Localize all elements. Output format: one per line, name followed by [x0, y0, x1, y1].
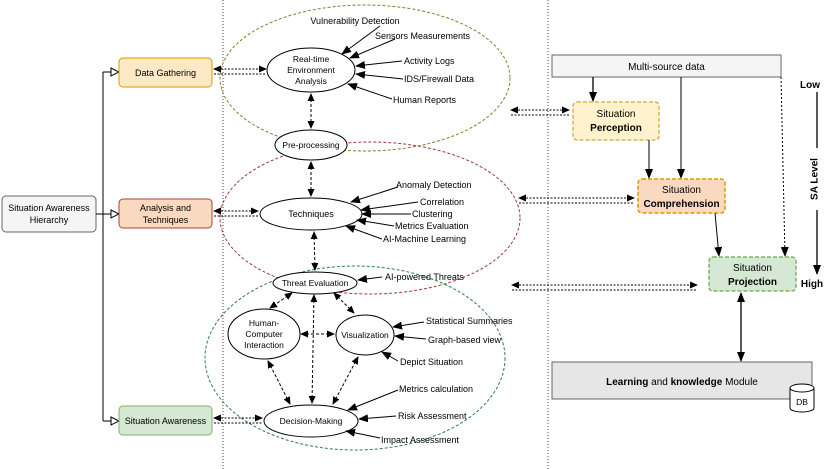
preprocessing-label: Pre-processing	[282, 140, 339, 150]
root-label-2: Hierarchy	[30, 215, 69, 225]
link-threat-decision	[308, 294, 318, 404]
situation-perception-label-2: Perception	[590, 123, 642, 134]
root-box	[1, 195, 97, 233]
situation-awareness-box	[118, 405, 213, 436]
visualization-label: Visualization	[341, 330, 389, 340]
multi-source-data-box	[551, 54, 782, 78]
decision-item-1: Metrics calculation	[399, 384, 473, 394]
link-techniques-threat	[310, 231, 319, 271]
comprehension-to-projection-arrow	[714, 212, 723, 257]
link-gathering-env	[213, 65, 267, 75]
situation-comprehension-label-2: Comprehension	[643, 199, 719, 210]
situation-projection-label-1: Situation	[733, 263, 772, 274]
situation-perception-label-1: Situation	[597, 109, 636, 120]
hci-label-2: Computer	[245, 329, 282, 339]
situation-awareness-label: Situation Awareness	[125, 416, 207, 426]
database-icon	[789, 383, 815, 413]
learning-module-label: Learning and knowledge Module	[606, 377, 758, 388]
technique-item-2: Correlation	[420, 197, 464, 207]
link-visualization-decision	[332, 356, 359, 405]
link-awareness-decision	[213, 414, 263, 424]
visualization-node	[335, 314, 395, 356]
situation-comprehension-box	[637, 178, 726, 214]
decision-making-node	[263, 404, 359, 438]
analysis-label-2: Techniques	[143, 215, 189, 225]
hci-label-3: Interaction	[244, 340, 284, 350]
data-gathering-label: Data Gathering	[135, 68, 196, 78]
technique-item-1: Anomaly Detection	[396, 180, 472, 190]
decision-item-arrows	[345, 389, 399, 439]
env-source-4: IDS/Firewall Data	[404, 74, 474, 84]
techniques-label: Techniques	[288, 209, 334, 219]
threat-evaluation-label: Threat Evaluation	[282, 278, 349, 288]
technique-item-arrows	[345, 186, 419, 240]
database-label: DB	[796, 397, 808, 407]
technique-item-4: Metrics Evaluation	[395, 221, 469, 231]
multi-source-data-label: Multi-source data	[628, 62, 705, 73]
link-hci-decision	[267, 360, 291, 405]
env-source-1: Vulnerability Detection	[310, 16, 399, 26]
link-threat-hci	[269, 292, 293, 309]
visualization-item-1: Statistical Summaries	[426, 316, 513, 326]
decision-item-2: Risk Assessment	[398, 411, 467, 421]
env-analysis-label-1: Real-time	[293, 54, 330, 64]
root-label-1: Situation Awareness	[8, 203, 90, 213]
link-analysis-techniques	[213, 207, 259, 217]
env-source-5: Human Reports	[393, 95, 457, 105]
hci-label-1: Human-	[249, 318, 279, 328]
situation-perception-box	[572, 101, 660, 141]
situation-awareness-region	[204, 265, 506, 451]
env-source-arrows	[341, 25, 404, 100]
preprocessing-node	[274, 129, 348, 161]
threat-item: AI-powered Threats	[385, 272, 464, 282]
env-analysis-label-3: Analysis	[295, 76, 327, 86]
data-gathering-region	[219, 4, 511, 152]
visualization-item-3: Depict Situation	[400, 357, 463, 367]
situation-projection-label-2: Projection	[728, 277, 777, 288]
decision-making-label: Decision-Making	[280, 416, 343, 426]
visualization-item-2: Graph-based view	[428, 335, 502, 345]
sa-level-title: SA Level	[810, 158, 821, 200]
link-gathering-perception	[510, 106, 570, 116]
threat-item-arrow	[357, 274, 383, 283]
data-gathering-box	[118, 57, 213, 88]
hierarchy-trunk	[96, 72, 104, 421]
link-threat-visualization	[333, 292, 355, 314]
threat-evaluation-node	[272, 271, 358, 295]
analysis-label-1: Analysis and	[140, 203, 191, 213]
learning-module-box	[551, 361, 813, 400]
source-to-projection-arrow	[780, 76, 789, 257]
analysis-region	[219, 141, 521, 295]
link-analysis-comprehension	[518, 194, 635, 204]
env-source-2: Sensors Measurements	[375, 31, 471, 41]
visualization-item-arrows	[381, 321, 427, 362]
analysis-box	[118, 198, 213, 229]
situation-projection-box	[708, 256, 797, 292]
env-analysis-node	[266, 47, 356, 93]
decision-item-3: Impact Assessment	[381, 435, 460, 445]
env-analysis-label-2: Environment	[287, 65, 335, 75]
situation-comprehension-label-1: Situation	[662, 185, 701, 196]
sa-level-high: High	[801, 279, 823, 290]
sa-level-low: Low	[800, 80, 820, 91]
technique-item-3: Clustering	[412, 209, 453, 219]
sa-level-title-bg	[806, 148, 826, 210]
env-source-3: Activity Logs	[404, 56, 455, 66]
link-awareness-projection	[511, 281, 698, 291]
technique-item-5: AI-Machine Learning	[383, 234, 466, 244]
